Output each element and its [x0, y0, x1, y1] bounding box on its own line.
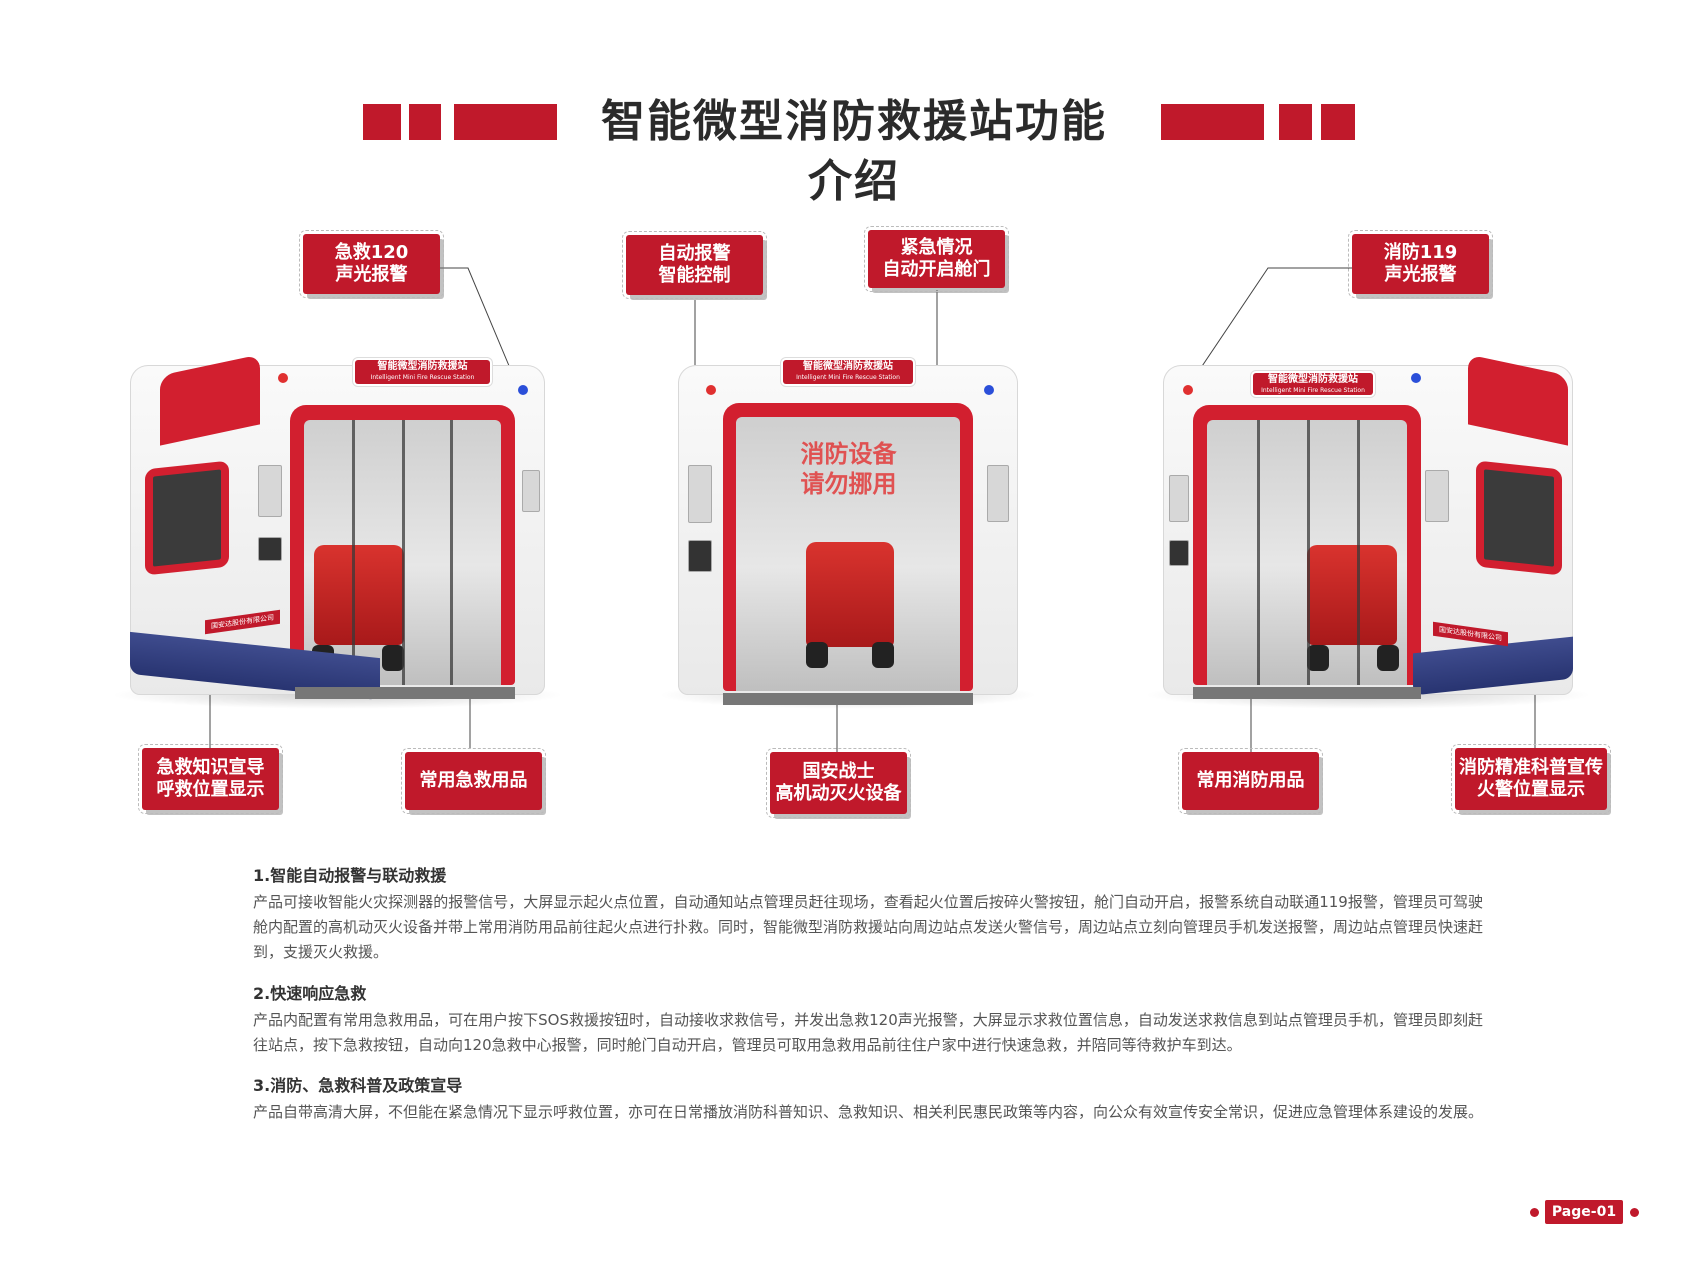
side-display-screen	[1476, 460, 1562, 576]
callout-first-aid-supplies: 常用急救用品	[401, 748, 546, 814]
section-body: 产品可接收智能火灾探测器的报警信号，大屏显示起火点位置，自动通知站点管理员赶往现…	[253, 893, 1484, 961]
callout-fire-science: 消防精准科普宣传 火警位置显示	[1451, 744, 1611, 814]
page-dot-right	[1630, 1208, 1639, 1217]
red-alarm-lamp	[278, 373, 288, 383]
side-display-screen	[145, 460, 229, 576]
page-number: Page-01	[1545, 1200, 1623, 1224]
booth-center-view: 智能微型消防救援站 Intelligent Mini Fire Rescue S…	[658, 360, 1038, 709]
callout-fire-supplies: 常用消防用品	[1178, 748, 1323, 814]
blue-alarm-lamp	[1411, 373, 1421, 383]
fire-vehicle	[314, 545, 404, 645]
red-alarm-lamp	[706, 385, 716, 395]
section-body: 产品内配置有常用急救用品，可在用户按下SOS救援按钮时，自动接收求救信号，并发出…	[253, 1011, 1483, 1054]
booth-right-view: 智能微型消防救援站 Intelligent Mini Fire Rescue S…	[1143, 354, 1593, 709]
blue-alarm-lamp	[518, 385, 528, 395]
title-deco-right-3	[1321, 104, 1355, 140]
section-title: 3.消防、急救科普及政策宣导	[253, 1076, 463, 1095]
callout-fire-119: 消防119 声光报警	[1348, 230, 1493, 298]
section-title: 1.智能自动报警与联动救援	[253, 866, 447, 885]
booth-sign: 智能微型消防救援站 Intelligent Mini Fire Rescue S…	[1253, 373, 1373, 395]
title-deco-left-2	[409, 104, 441, 140]
page-dot-left	[1530, 1208, 1539, 1217]
page-title: 智能微型消防救援站功能介绍	[601, 96, 1107, 207]
booth-glass-door	[304, 420, 501, 685]
section-title: 2.快速响应急救	[253, 984, 367, 1003]
booth-sign: 智能微型消防救援站 Intelligent Mini Fire Rescue S…	[783, 360, 913, 384]
title-deco-right-2	[1279, 104, 1312, 140]
booth-left-view: 智能微型消防救援站 Intelligent Mini Fire Rescue S…	[110, 354, 565, 709]
fire-vehicle	[806, 542, 894, 647]
booth-sign: 智能微型消防救援站 Intelligent Mini Fire Rescue S…	[355, 360, 490, 384]
blue-alarm-lamp	[984, 385, 994, 395]
callout-auto-open-door: 紧急情况 自动开启舱门	[864, 226, 1009, 292]
title-deco-left-1	[363, 104, 401, 140]
callout-emergency-120: 急救120 声光报警	[299, 230, 444, 298]
fire-vehicle	[1307, 545, 1397, 645]
booth-glass-door	[1207, 420, 1407, 685]
callout-auto-alarm: 自动报警 智能控制	[622, 231, 767, 299]
title-deco-right-1	[1161, 104, 1264, 140]
section-body: 产品自带高清大屏，不但能在紧急情况下显示呼救位置，亦可在日常播放消防科普知识、急…	[253, 1103, 1484, 1121]
wall-sign-text: 消防设备 请勿挪用	[800, 440, 897, 498]
title-deco-left-3	[454, 104, 557, 140]
red-alarm-lamp	[1183, 385, 1193, 395]
callout-guoan-equipment: 国安战士 高机动灭火设备	[766, 748, 911, 818]
callout-first-aid-info: 急救知识宣导 呼救位置显示	[138, 744, 283, 814]
booth-glass-door: 消防设备 请勿挪用	[736, 417, 960, 691]
